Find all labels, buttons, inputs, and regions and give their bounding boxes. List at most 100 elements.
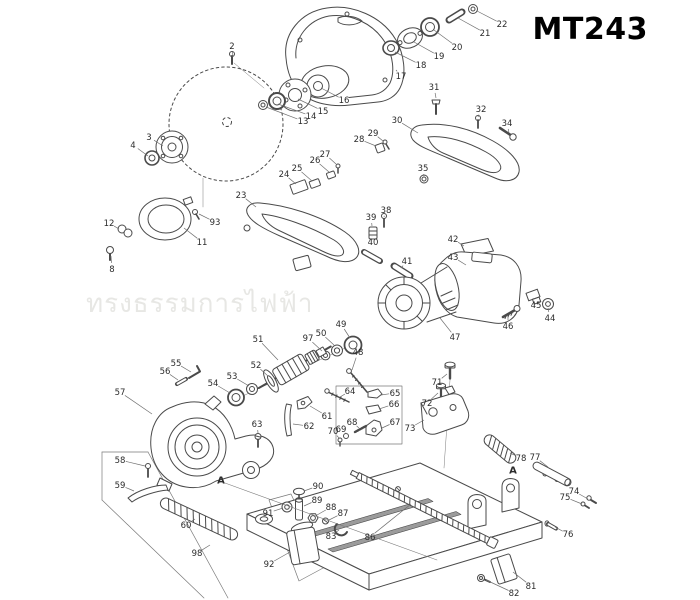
leader-line-23 (245, 198, 257, 208)
leader-line-53 (237, 378, 250, 387)
part-label-83: 83 (326, 532, 337, 542)
leader-line-86 (374, 503, 412, 534)
leader-line-77 (539, 460, 549, 468)
part-label-16: 16 (339, 96, 350, 106)
part-label-18: 18 (416, 61, 427, 71)
leader-line-71 (441, 373, 448, 379)
part-label-97: 97 (303, 334, 314, 344)
leader-line-41 (400, 265, 404, 269)
lead-screw-part86 (349, 469, 499, 549)
leader-line-91 (273, 507, 284, 512)
part-label-28: 28 (354, 135, 365, 145)
leader-line-78 (509, 452, 516, 456)
leader-line-52 (260, 368, 269, 377)
watermark-text: ทรงธรรมการไฟฟ้า (86, 289, 314, 319)
part-label-12: 12 (104, 219, 115, 229)
part-label-60: 60 (181, 521, 192, 531)
leader-line-66 (378, 405, 389, 410)
parts58-60 (127, 463, 239, 541)
switch-parts61-63 (254, 396, 313, 448)
leader-line-58 (125, 461, 146, 467)
leader-line-90 (303, 487, 313, 492)
part-label-30: 30 (392, 116, 403, 126)
leader-line-18 (394, 51, 416, 63)
construction-lines (101, 62, 451, 599)
part-label-74: 74 (569, 487, 580, 497)
part-label-20: 20 (452, 43, 463, 53)
part-label-86: 86 (365, 533, 376, 543)
rod-part77 (532, 461, 572, 487)
part-label-25: 25 (292, 164, 303, 174)
part-label-81: 81 (526, 582, 537, 592)
part-label-69: 69 (336, 425, 347, 435)
part-label-3: 3 (146, 133, 151, 143)
part-label-22: 22 (497, 20, 508, 30)
part-label-68: 68 (347, 418, 358, 428)
part-label-42: 42 (448, 235, 459, 245)
leader-line-76 (554, 526, 563, 532)
part-label-52: 52 (251, 361, 262, 371)
part-label-23: 23 (236, 191, 247, 201)
part-label-14: 14 (306, 112, 317, 122)
armature-parts51-52 (257, 345, 332, 393)
part-label-63: 63 (252, 420, 263, 430)
stopper-parts74-76 (544, 495, 597, 531)
leader-line-89 (303, 502, 312, 507)
leader-line-28 (364, 140, 377, 147)
part-label-11: 11 (197, 238, 208, 248)
part-label-90: 90 (313, 482, 324, 492)
leader-line-92 (274, 551, 291, 562)
part-label-66: 66 (389, 400, 400, 410)
handle-parts30-35 (410, 99, 520, 184)
leader-line-51 (261, 343, 279, 361)
part-label-72: 72 (422, 399, 433, 409)
leader-line-60 (190, 518, 196, 522)
part-label-34: 34 (502, 119, 513, 129)
motor-housing-parts42-47 (377, 238, 554, 330)
leader-line-67 (381, 424, 390, 429)
vise-parts83-92 (281, 487, 348, 566)
leader-line-74 (579, 493, 589, 500)
leader-line-11 (183, 227, 198, 239)
part-label-88: 88 (326, 503, 337, 513)
safety-cover-parts8-11-12-93 (106, 196, 200, 261)
leader-line-44 (547, 307, 550, 313)
leader-line-30 (401, 122, 419, 134)
leader-line-50 (325, 336, 335, 346)
leader-line-21 (457, 17, 480, 31)
leader-line-75 (570, 498, 583, 505)
part-label-24: 24 (279, 170, 290, 180)
leader-line-12 (113, 225, 120, 230)
part-label-54: 54 (208, 379, 219, 389)
leader-line-97 (312, 341, 323, 352)
leader-line-98 (201, 544, 211, 551)
part-label-47: 47 (450, 333, 461, 343)
part-label-46: 46 (503, 322, 514, 332)
part-label-55: 55 (171, 359, 182, 369)
leader-line-82 (485, 579, 509, 591)
assembly-marker-A-2: A (509, 466, 517, 477)
leader-line-45 (532, 297, 534, 300)
leader-line-15 (297, 98, 318, 109)
part-label-21: 21 (480, 29, 491, 39)
part-label-32: 32 (476, 105, 487, 115)
leader-line-4 (137, 148, 149, 157)
leader-line-14 (277, 103, 306, 115)
leader-lines (110, 10, 589, 591)
leader-line-2 (232, 51, 234, 58)
part-label-38: 38 (381, 206, 392, 216)
part-label-65: 65 (390, 389, 401, 399)
leader-line-73 (415, 419, 425, 426)
part-label-58: 58 (115, 456, 126, 466)
parts48-53-56 (175, 365, 368, 407)
leader-line-54 (218, 385, 231, 394)
leader-line-3 (153, 139, 164, 147)
part-label-26: 26 (310, 156, 321, 166)
leader-line-17 (395, 69, 398, 72)
bearing-parts18-22 (382, 4, 478, 56)
leader-line-19 (413, 41, 434, 54)
part-label-59: 59 (115, 481, 126, 491)
